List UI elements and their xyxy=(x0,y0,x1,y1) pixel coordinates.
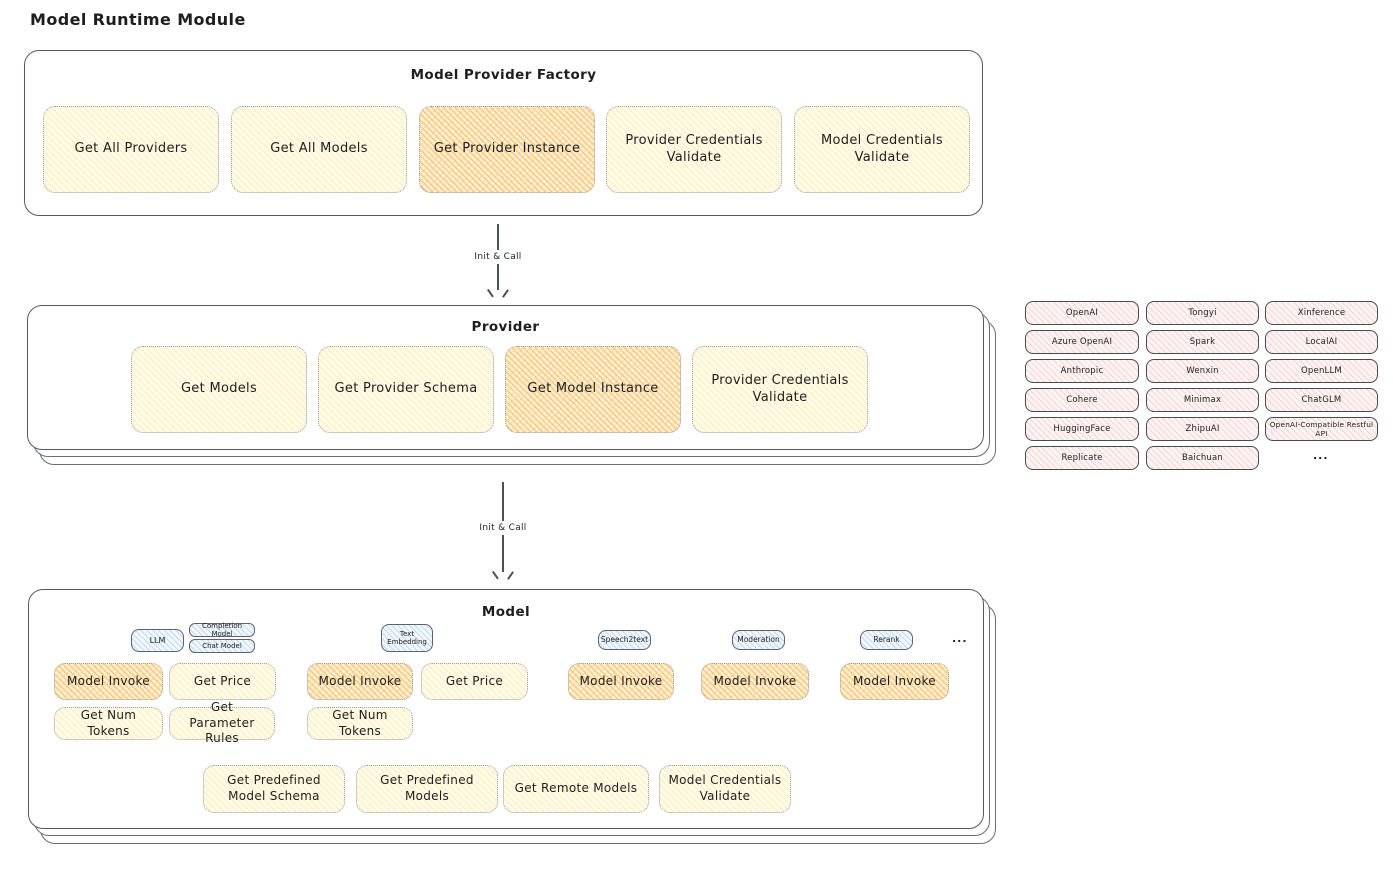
factory-container: Model Provider Factory Get All Providers… xyxy=(24,50,983,216)
model-invoke-text-embedding: Model Invoke xyxy=(307,663,413,700)
factory-op-get-provider-instance: Get Provider Instance xyxy=(419,106,595,193)
chip-openllm: OpenLLM xyxy=(1265,359,1378,383)
tag-speech2text: Speech2text xyxy=(598,630,651,650)
chip-huggingface: HuggingFace xyxy=(1025,417,1139,441)
factory-op-model-credentials-validate: Model Credentials Validate xyxy=(794,106,970,193)
model-card: Model LLM Completion Model Chat Model Te… xyxy=(28,589,984,829)
model-invoke-speech2text: Model Invoke xyxy=(568,663,674,700)
provider-title: Provider xyxy=(471,319,540,335)
arrow-head-icon-1 xyxy=(491,288,504,297)
get-num-tokens-text-embedding: Get Num Tokens xyxy=(307,707,413,740)
chip-minimax: Minimax xyxy=(1146,388,1259,412)
chip-openai: OpenAI xyxy=(1025,301,1139,325)
model-invoke-moderation: Model Invoke xyxy=(701,663,809,700)
tag-text-embedding: Text Embedding xyxy=(381,624,433,652)
provider-op-get-model-instance: Get Model Instance xyxy=(505,346,681,433)
chip-azure-openai: Azure OpenAI xyxy=(1025,330,1139,354)
get-parameter-rules-llm: Get Parameter Rules xyxy=(169,700,275,745)
get-num-tokens-llm: Get Num Tokens xyxy=(54,707,163,740)
chip-spark: Spark xyxy=(1146,330,1259,354)
chip-chatglm: ChatGLM xyxy=(1265,388,1378,412)
op-model-credentials-validate: Model Credentials Validate xyxy=(659,765,791,813)
chip-openai-compatible-restful-api: OpenAI-Compatible Restful API xyxy=(1265,417,1378,441)
chip-cohere: Cohere xyxy=(1025,388,1139,412)
model-invoke-llm: Model Invoke xyxy=(54,663,163,700)
provider-list-ellipsis: ... xyxy=(1313,449,1329,462)
tag-completion-model: Completion Model xyxy=(189,622,255,638)
chip-zhipuai: ZhipuAI xyxy=(1146,417,1259,441)
page-title: Model Runtime Module xyxy=(30,10,246,29)
chip-xinference: Xinference xyxy=(1265,301,1378,325)
chip-wenxin: Wenxin xyxy=(1146,359,1259,383)
model-invoke-rerank: Model Invoke xyxy=(840,663,949,700)
chip-tongyi: Tongyi xyxy=(1146,301,1259,325)
provider-op-get-provider-schema: Get Provider Schema xyxy=(318,346,494,433)
chip-replicate: Replicate xyxy=(1025,446,1139,470)
model-title: Model xyxy=(481,604,531,620)
tag-moderation: Moderation xyxy=(732,630,785,650)
factory-op-get-all-models: Get All Models xyxy=(231,106,407,193)
chip-anthropic: Anthropic xyxy=(1025,359,1139,383)
get-price-llm: Get Price xyxy=(169,663,276,700)
provider-container: Provider Get Models Get Provider Schema … xyxy=(27,305,996,465)
arrow-head-icon-2 xyxy=(496,570,509,579)
provider-op-provider-credentials-validate: Provider Credentials Validate xyxy=(692,346,868,433)
op-get-predefined-models: Get Predefined Models xyxy=(356,765,498,813)
tag-llm: LLM xyxy=(131,629,184,652)
chip-localai: LocalAI xyxy=(1265,330,1378,354)
provider-card: Provider Get Models Get Provider Schema … xyxy=(27,305,984,450)
get-price-text-embedding: Get Price xyxy=(421,663,528,700)
model-container: Model LLM Completion Model Chat Model Te… xyxy=(28,589,996,844)
factory-op-get-all-providers: Get All Providers xyxy=(43,106,219,193)
provider-list-panel: OpenAI Azure OpenAI Anthropic Cohere Hug… xyxy=(1025,301,1380,476)
factory-op-provider-credentials-validate: Provider Credentials Validate xyxy=(606,106,782,193)
tag-chat-model: Chat Model xyxy=(189,639,255,653)
op-get-remote-models: Get Remote Models xyxy=(503,765,649,813)
factory-title: Model Provider Factory xyxy=(410,67,597,83)
tag-rerank: Rerank xyxy=(860,630,913,650)
arrow-label-init-call-1: Init & Call xyxy=(469,250,527,264)
model-types-ellipsis: ... xyxy=(952,632,968,645)
provider-op-get-models: Get Models xyxy=(131,346,307,433)
arrow-label-init-call-2: Init & Call xyxy=(474,521,532,535)
chip-baichuan: Baichuan xyxy=(1146,446,1259,470)
op-get-predefined-model-schema: Get Predefined Model Schema xyxy=(203,765,345,813)
